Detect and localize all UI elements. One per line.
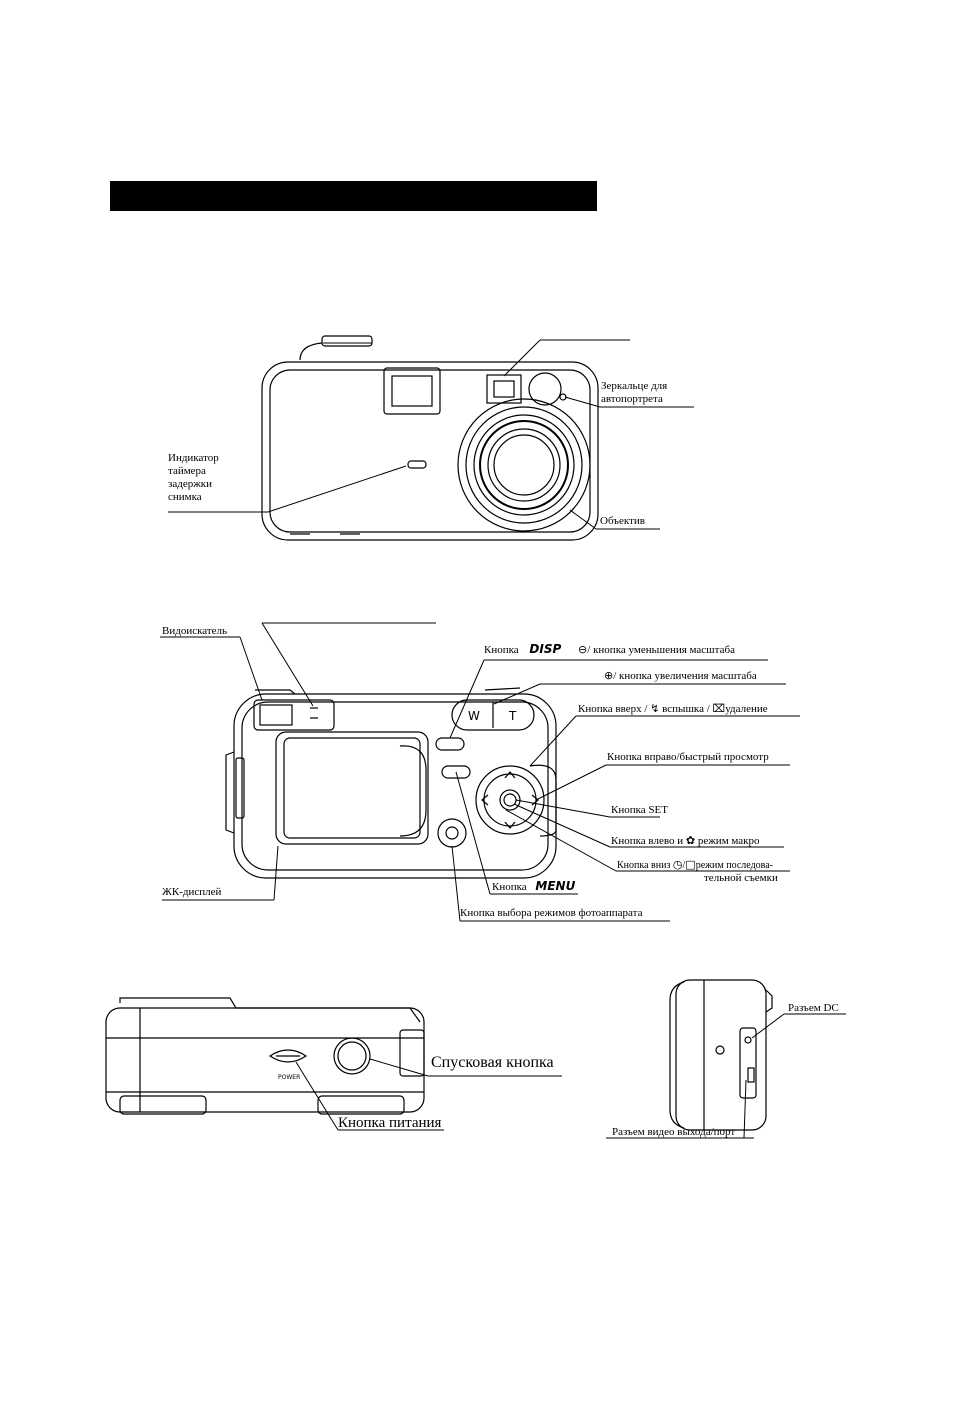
label-left-macro: Кнопка влево и ✿ режим макро	[611, 834, 760, 848]
zoom-rocker: W T	[451, 699, 535, 731]
label-continuous-line2: тельной съемки	[704, 872, 778, 884]
back-view-drawing: W T	[160, 622, 800, 922]
lcd-screen-frame	[275, 731, 429, 845]
menu-button-shape	[441, 765, 471, 779]
front-view-drawing	[168, 335, 694, 541]
front-lens-shape	[457, 398, 591, 532]
top-view-drawing	[105, 997, 562, 1131]
video-out-port-shape	[747, 1067, 755, 1083]
front-viewfinder-window	[486, 374, 522, 404]
front-flash-window	[383, 367, 441, 415]
label-lcd-display: ЖК-дисплей	[162, 886, 222, 898]
label-dc-connector: Разъем DC	[788, 1002, 839, 1014]
navigation-pad	[475, 764, 557, 837]
back-body	[233, 693, 557, 879]
magnifier-plus-icon: ⊕	[604, 669, 614, 682]
label-down-text: Кнопка вниз	[617, 860, 671, 871]
mode-dial	[437, 818, 467, 848]
burst-icon: □	[685, 858, 696, 871]
label-video-out-port: Разъем видео выхода/порт	[612, 1126, 736, 1138]
dc-jack-shape	[744, 1036, 752, 1044]
timer-icon: ◷	[672, 858, 683, 871]
disp-button-shape	[435, 737, 465, 751]
svg-text:W: W	[468, 709, 480, 723]
label-right-quick-view: Кнопка вправо/быстрый просмотр	[607, 751, 769, 763]
label-shutter-button: Спусковая кнопка	[431, 1054, 554, 1071]
shutter-button-shape	[333, 1037, 371, 1075]
section-header-bar	[110, 181, 597, 211]
label-disp-suffix: / кнопка уменьшения масштаба	[587, 644, 735, 656]
label-disp-prefix: Кнопка	[484, 644, 519, 656]
side-view-drawing	[606, 979, 846, 1139]
self-timer-lamp	[407, 460, 427, 469]
lightning-icon: ↯	[650, 702, 660, 715]
label-menu-button: Кнопка MENU	[492, 880, 575, 894]
svg-text:T: T	[508, 709, 517, 723]
label-continuous-text: режим последова-	[695, 860, 774, 871]
label-zoom-in-button: ⊕/ кнопка увеличения масштаба	[604, 669, 757, 683]
trash-icon: ⌧	[712, 702, 726, 715]
back-viewfinder	[253, 699, 335, 731]
label-viewfinder: Видоискатель	[162, 625, 228, 637]
label-zoom-in-text: / кнопка увеличения масштаба	[613, 670, 757, 682]
label-self-timer-indicator: Индикатор таймера задержки снимка	[168, 452, 219, 503]
label-up-text: Кнопка вверх /	[578, 703, 648, 715]
self-portrait-mirror-shape	[528, 372, 562, 406]
label-menu-prefix: Кнопка	[492, 881, 527, 893]
label-set-button: Кнопка SET	[611, 804, 668, 816]
label-disp-word: DISP	[529, 642, 562, 656]
label-left-text: Кнопка влево и	[611, 835, 684, 847]
label-delete-text: удаление	[725, 703, 768, 715]
front-body	[261, 361, 599, 541]
power-button-shape	[268, 1049, 308, 1063]
label-menu-word: MENU	[535, 879, 576, 893]
label-macro-text: режим макро	[697, 835, 760, 847]
label-self-portrait-mirror: Зеркальце для автопортрета	[601, 380, 668, 405]
power-engraving: POWER	[278, 1074, 301, 1081]
side-body	[675, 979, 767, 1131]
label-flash-text: вспышка /	[662, 703, 710, 715]
label-disp-button: Кнопка DISP ⊖/ кнопка уменьшения масштаб…	[484, 643, 735, 657]
label-up-flash-delete: Кнопка вверх / ↯ вспышка / ⌧удаление	[578, 702, 768, 716]
label-down-continuous: Кнопка вниз ◷/□режим последова-	[617, 858, 774, 871]
flower-icon: ✿	[685, 834, 696, 847]
label-lens: Объектив	[600, 515, 645, 527]
label-power-button: Кнопка питания	[338, 1115, 442, 1131]
label-mode-selector: Кнопка выбора режимов фотоаппарата	[460, 907, 643, 919]
magnifier-minus-icon: ⊖	[578, 643, 588, 656]
